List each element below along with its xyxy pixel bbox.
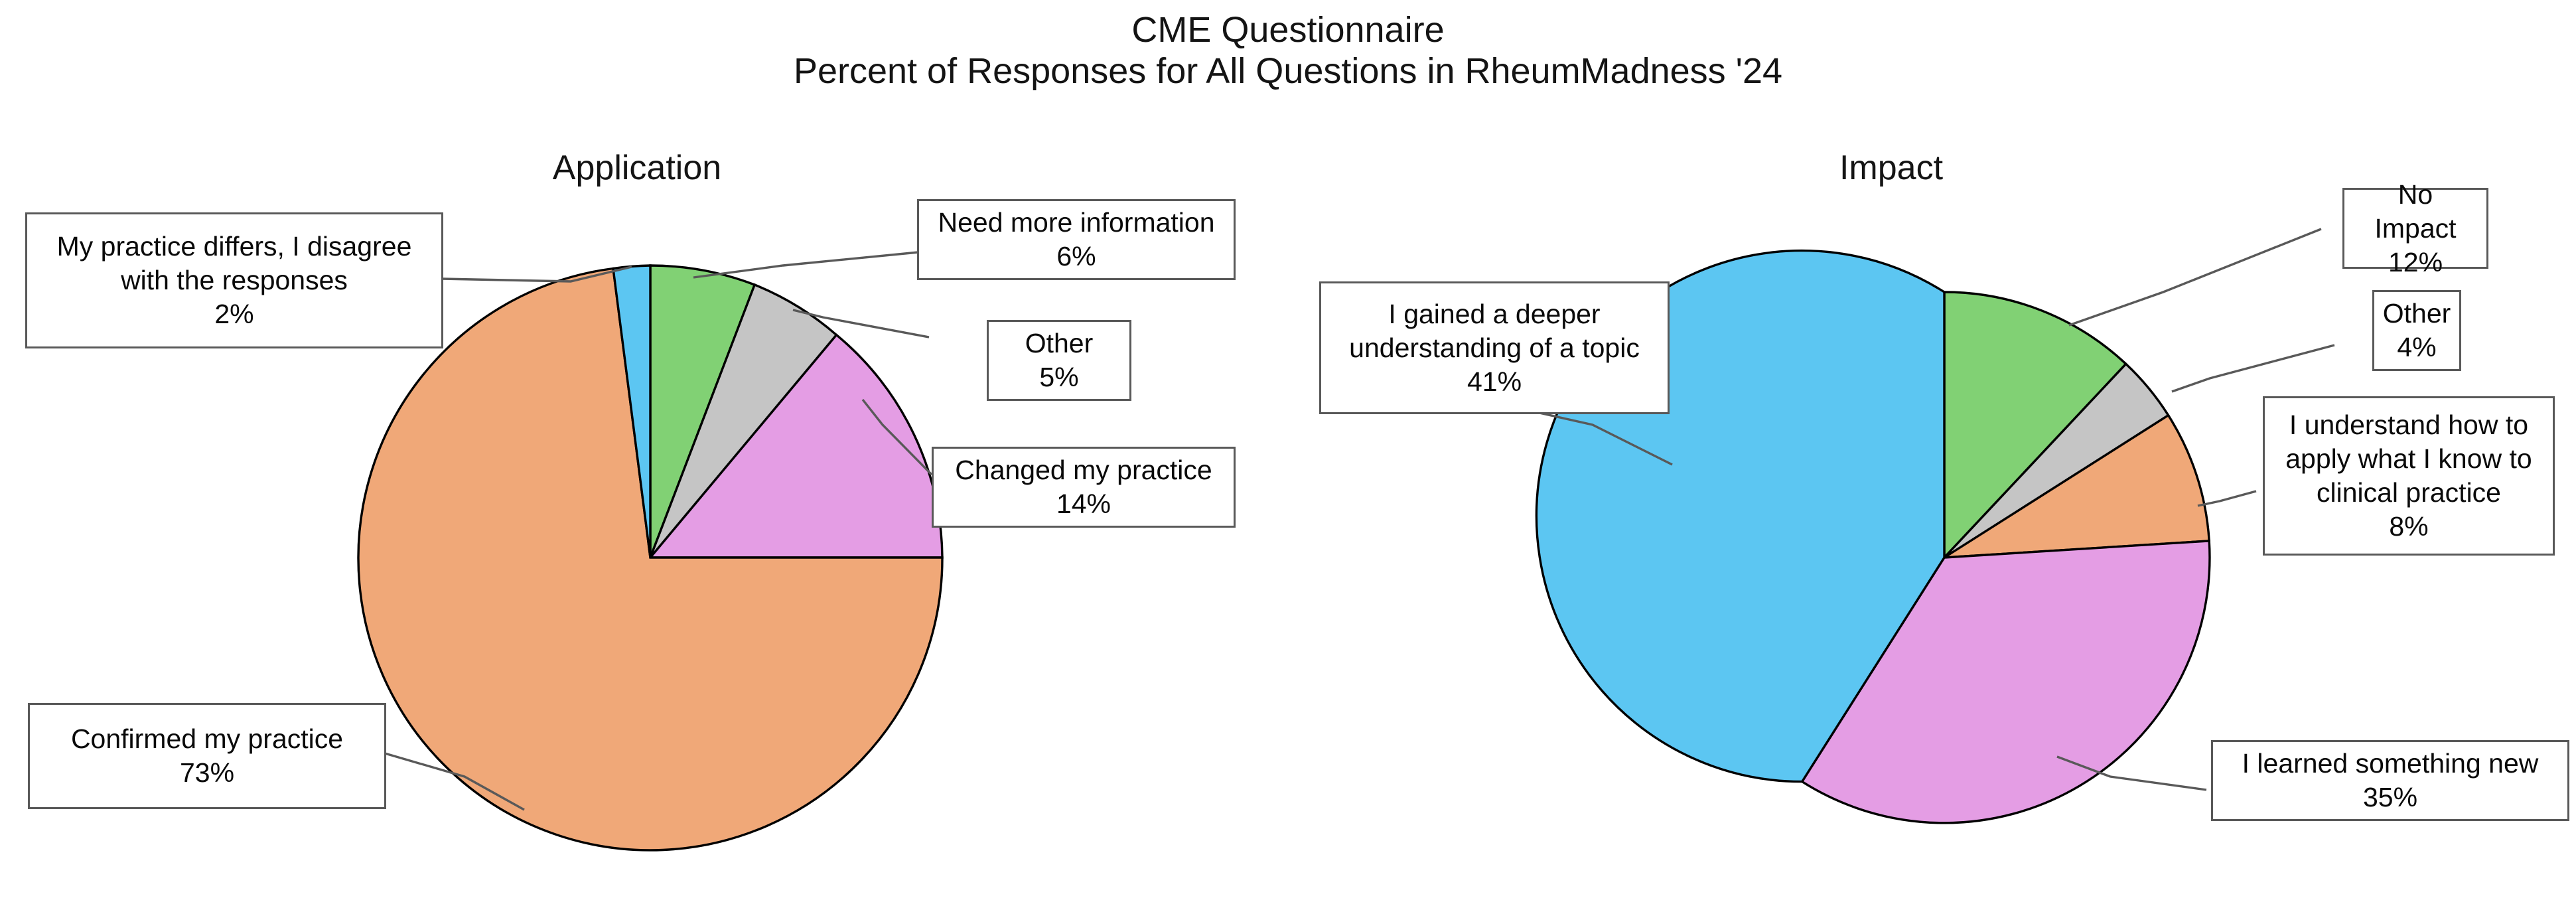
leader-line-other (792, 309, 930, 339)
callout-apply-to-clinical-practice[interactable]: I understand how to apply what I know to… (2263, 396, 2555, 556)
leader-line-learned-something-new (2056, 755, 2207, 791)
callout-text: Confirmed my practice 73% (70, 723, 344, 788)
leader-line-practice-differs (441, 265, 632, 283)
callout-text: No Impact 12% (2374, 179, 2457, 277)
callout-text: Other 4% (2382, 298, 2451, 362)
callout-text: I gained a deeper understanding of a top… (1349, 298, 1640, 397)
callout-other-impact[interactable]: Other 4% (2372, 290, 2461, 371)
subplot-title-impact: Impact (1839, 149, 1944, 187)
callout-other-application[interactable]: Other 5% (987, 320, 1131, 401)
callout-deeper-understanding[interactable]: I gained a deeper understanding of a top… (1319, 281, 1670, 414)
slice-changed-my-practice[interactable] (648, 333, 944, 559)
subplot-title-application: Application (552, 149, 722, 187)
slice-my-practice-differs[interactable] (612, 264, 652, 558)
callout-text: I understand how to apply what I know to… (2285, 410, 2532, 542)
leader-line-apply-to-clinical-practice (2197, 490, 2257, 507)
callout-learned-something-new[interactable]: I learned something new 35% (2211, 740, 2569, 821)
leader-line-no-impact (2068, 228, 2322, 327)
pie-application (357, 264, 944, 852)
leader-line-confirmed-my-practice (384, 752, 525, 811)
callout-text: Other 5% (1025, 328, 1094, 392)
callout-confirmed-my-practice[interactable]: Confirmed my practice 73% (28, 703, 386, 809)
slice-need-more-information[interactable] (649, 264, 756, 558)
leader-line-need-more-information (693, 251, 919, 279)
figure-title: CME Questionnaire Percent of Responses f… (793, 10, 1783, 91)
callout-text: Changed my practice 14% (955, 455, 1212, 519)
callout-need-more-information[interactable]: Need more information 6% (917, 199, 1236, 280)
callout-changed-my-practice[interactable]: Changed my practice 14% (932, 447, 1236, 528)
callout-my-practice-differs[interactable]: My practice differs, I disagree with the… (25, 212, 443, 348)
slice-other[interactable] (649, 283, 838, 559)
callout-text: I learned something new 35% (2242, 748, 2539, 812)
slice-apply-to-clinical-practice[interactable] (1944, 414, 2211, 559)
slice-confirmed-my-practice[interactable] (357, 267, 944, 852)
slice-learned-something-new[interactable] (1800, 540, 2211, 824)
callout-no-impact[interactable]: No Impact 12% (2342, 179, 2488, 277)
leader-line-other (2171, 344, 2335, 393)
callout-text: My practice differs, I disagree with the… (56, 231, 412, 329)
slice-no-impact[interactable] (1943, 291, 2128, 561)
callout-text: Need more information 6% (938, 207, 1215, 271)
leader-line-changed-my-practice (861, 398, 933, 476)
